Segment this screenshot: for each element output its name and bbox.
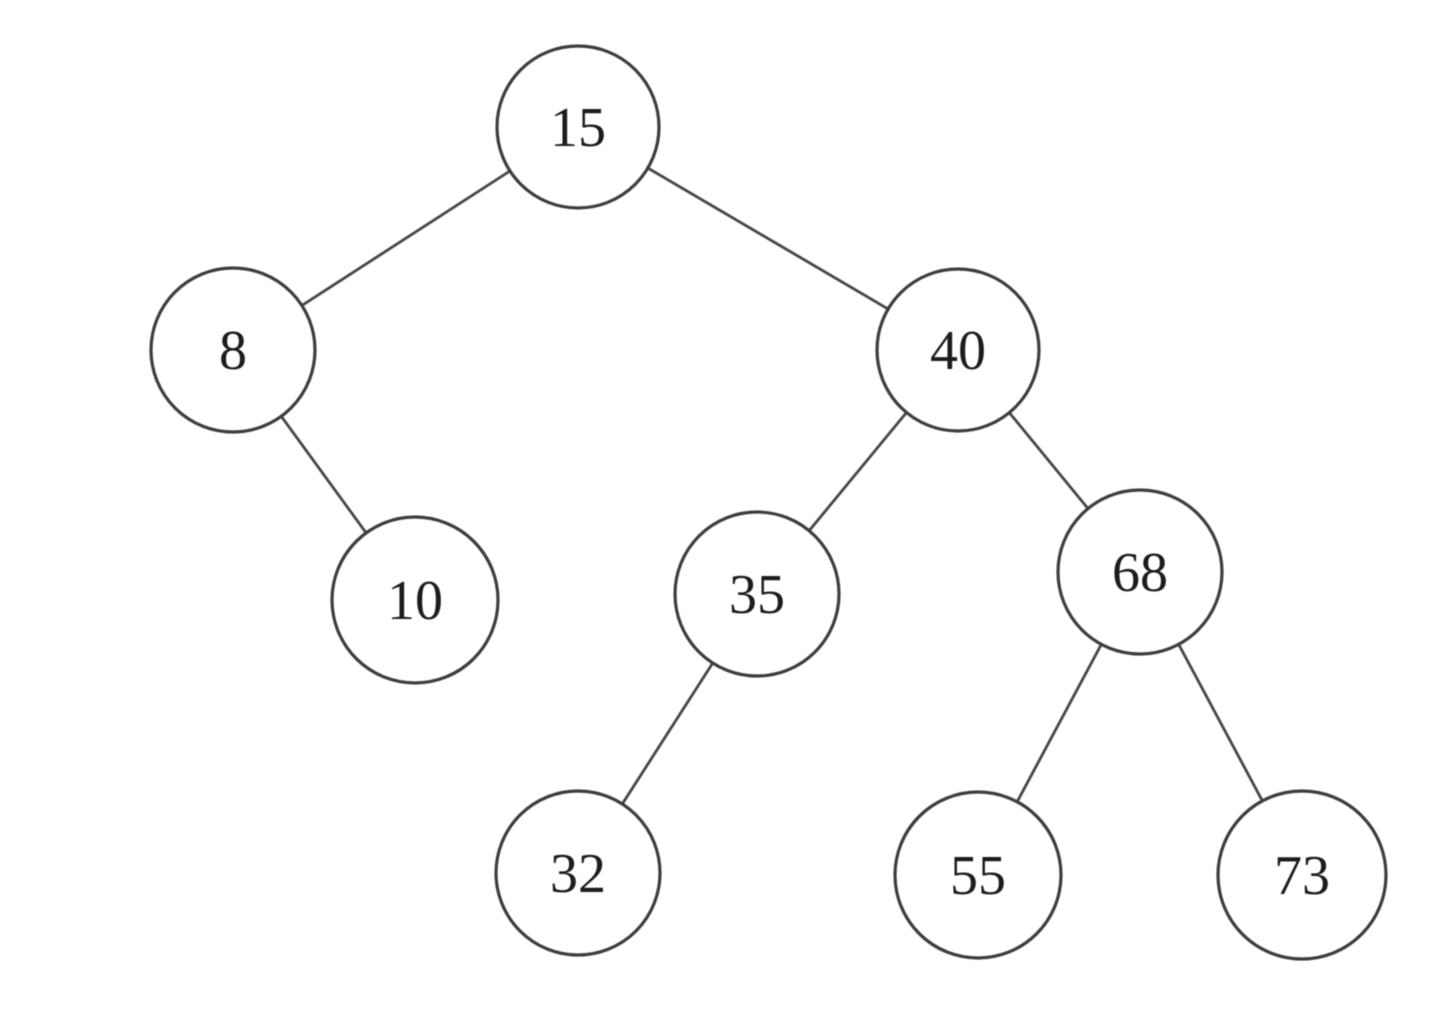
node-circle <box>875 267 1041 433</box>
node-circle <box>1216 789 1388 961</box>
tree-node-32: 32 <box>494 789 662 957</box>
node-circle <box>149 266 317 434</box>
node-label: 40 <box>930 320 986 382</box>
tree-node-8: 8 <box>149 266 317 434</box>
node-label: 15 <box>550 97 606 159</box>
node-circle <box>1056 488 1224 656</box>
tree-node-55: 55 <box>893 790 1063 960</box>
node-label: 10 <box>387 570 443 632</box>
tree-node-10: 10 <box>330 515 500 685</box>
tree-node-68: 68 <box>1056 488 1224 656</box>
node-circle <box>330 515 500 685</box>
node-label: 73 <box>1274 845 1330 907</box>
node-circle <box>494 789 662 957</box>
node-circle <box>893 790 1063 960</box>
tree-node-73: 73 <box>1216 789 1388 961</box>
tree-node-40: 40 <box>875 267 1041 433</box>
node-circle <box>495 44 661 210</box>
node-label: 8 <box>219 320 247 382</box>
tree-node-35: 35 <box>673 510 841 678</box>
node-label: 68 <box>1112 542 1168 604</box>
node-label: 55 <box>950 845 1006 907</box>
node-label: 35 <box>729 564 785 626</box>
node-circle <box>673 510 841 678</box>
node-label: 32 <box>550 843 606 905</box>
tree-node-15: 15 <box>495 44 661 210</box>
